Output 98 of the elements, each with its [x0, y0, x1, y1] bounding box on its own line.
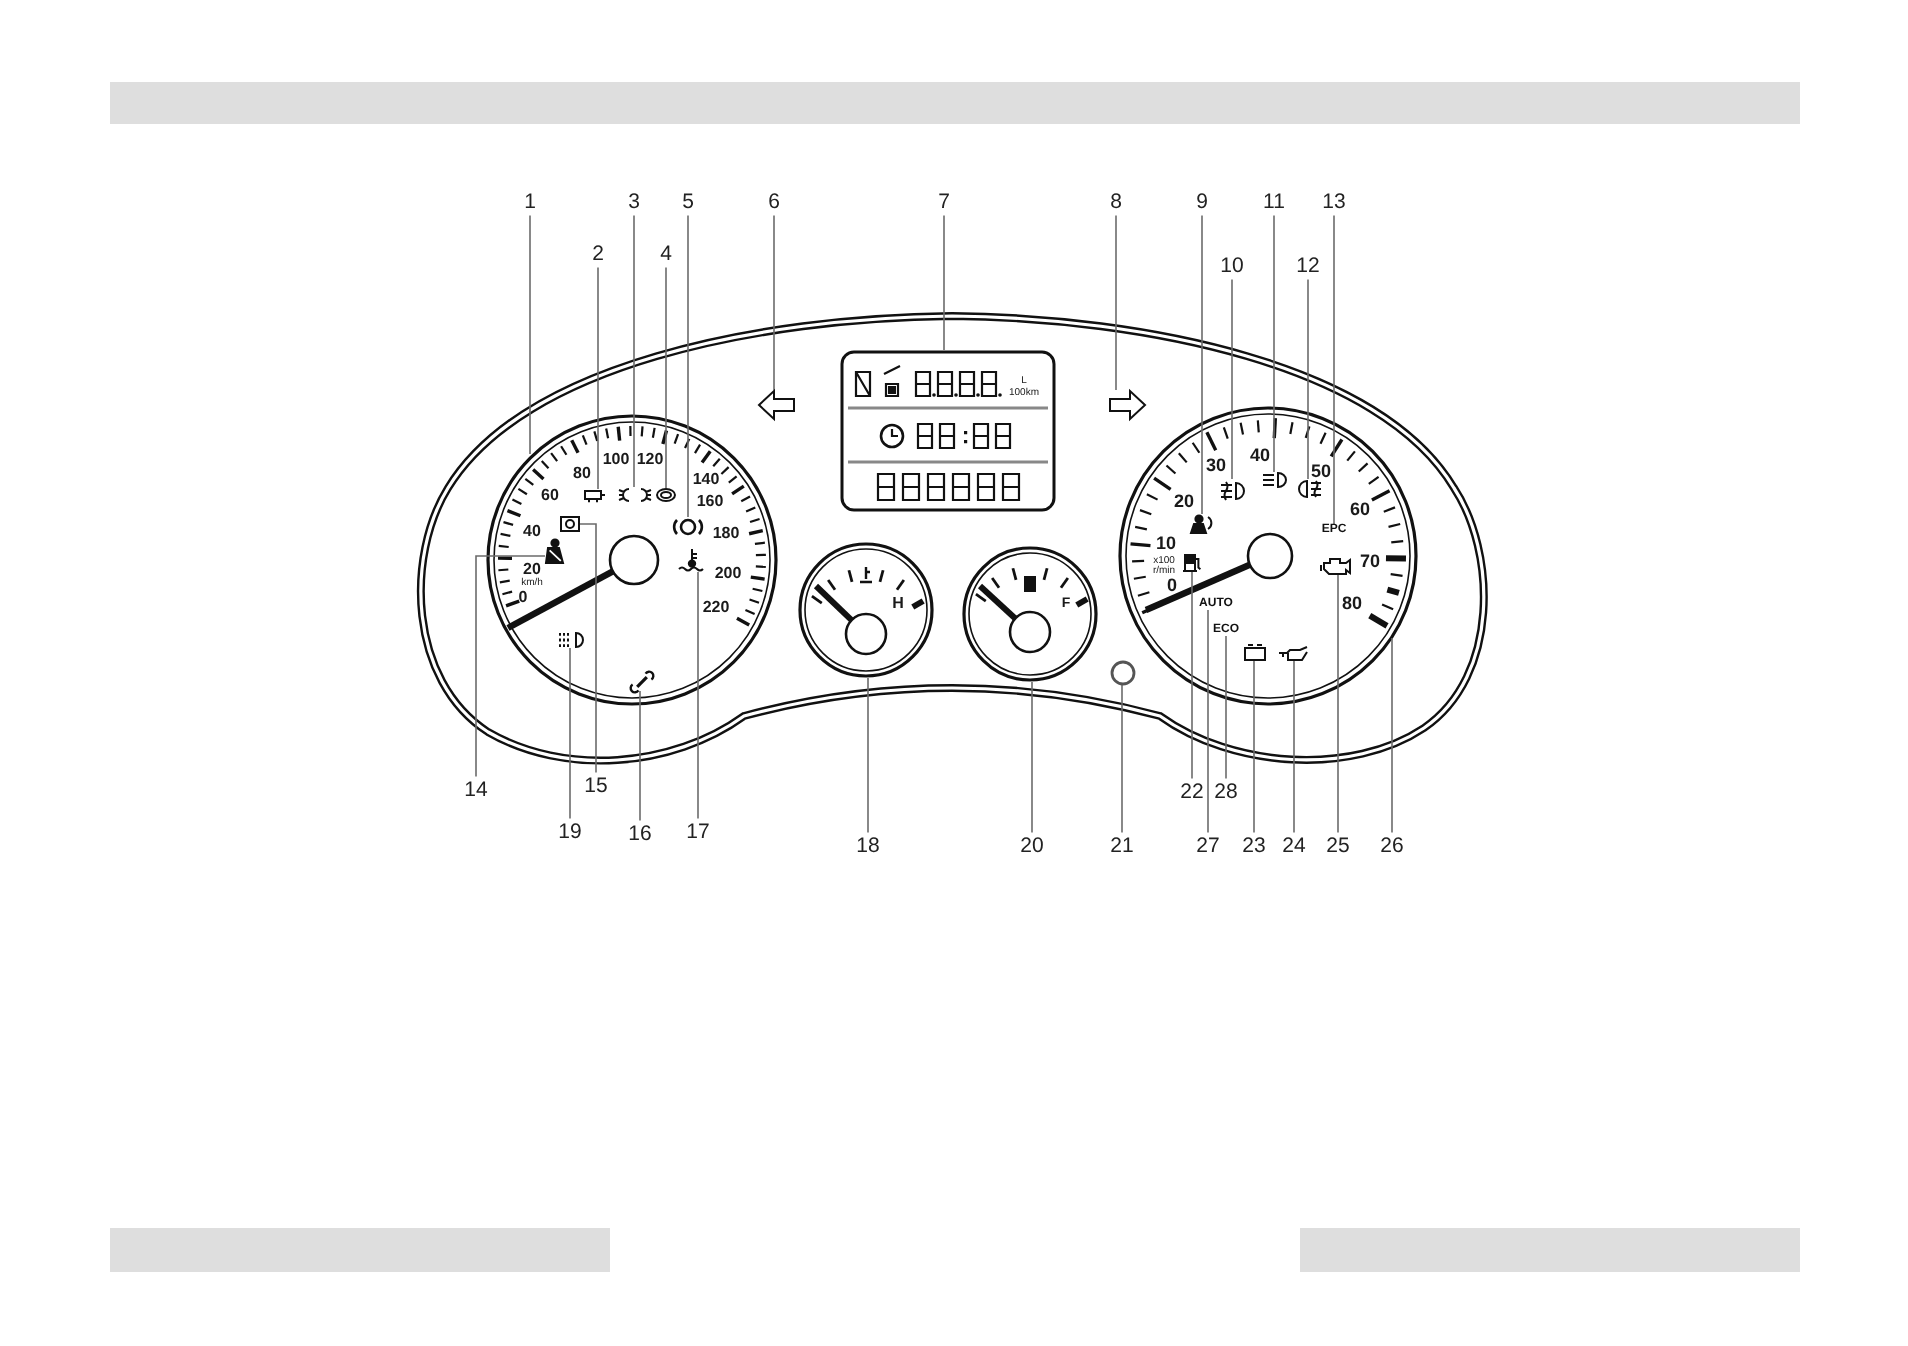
engine-icon — [1320, 558, 1351, 575]
leader-line — [1231, 278, 1233, 480]
leader-line — [687, 214, 689, 518]
leader-line — [569, 647, 571, 820]
dial-number: 140 — [692, 472, 720, 488]
dial-number: 80 — [573, 466, 591, 482]
leader-line — [1115, 214, 1117, 391]
dial-number: 100 — [602, 452, 630, 468]
leader-line — [1121, 684, 1123, 834]
left-arrow-icon — [757, 390, 794, 420]
callout-number: 13 — [1322, 191, 1346, 213]
dial-number: 220 — [702, 600, 730, 616]
leader-line — [1207, 609, 1209, 834]
leader-line — [1031, 681, 1033, 834]
leader-line — [597, 266, 599, 490]
gauge-letter: H — [892, 596, 904, 612]
leader-line — [697, 571, 699, 820]
dial-number: 30 — [1206, 457, 1226, 475]
callout-number: 28 — [1214, 781, 1238, 803]
side-light-icon — [617, 487, 651, 501]
parking-light-icon — [557, 632, 583, 648]
callout-number: 16 — [628, 823, 652, 845]
callout-number: 24 — [1282, 835, 1306, 857]
leader-line — [639, 690, 641, 822]
dial-number: 40 — [1250, 447, 1270, 465]
dial-number: 160 — [696, 494, 724, 510]
front-fog-light-icon — [1220, 479, 1245, 501]
dial-number: 20 — [1174, 493, 1194, 511]
callout-number: 19 — [558, 821, 582, 843]
dial-number: 10 — [1156, 535, 1176, 553]
dial-number: 180 — [712, 526, 740, 542]
callout-number: 15 — [584, 775, 608, 797]
leader-line — [773, 214, 775, 391]
callout-number: 26 — [1380, 835, 1404, 857]
wrench-icon — [632, 671, 652, 691]
leader-line — [1273, 214, 1275, 473]
fuel-pump-icon — [1184, 553, 1202, 571]
callout-number: 14 — [464, 779, 488, 801]
callout-number: 11 — [1263, 191, 1285, 213]
leader-line — [1253, 660, 1255, 834]
callout-number: 2 — [592, 243, 604, 265]
callout-number: 4 — [660, 243, 672, 265]
callout-number: 23 — [1242, 835, 1266, 857]
dial-number: 20 — [523, 561, 541, 577]
callout-number: 17 — [686, 821, 710, 843]
indicator-icon — [560, 516, 580, 532]
leader-line — [1307, 278, 1309, 480]
dial-number: 200 — [714, 566, 742, 582]
dial-number: 60 — [541, 488, 559, 504]
callout-number: 18 — [856, 835, 880, 857]
dial-number: 40 — [523, 524, 541, 540]
leader-line — [867, 677, 869, 834]
leader-line — [1337, 574, 1339, 834]
dial-number: 0 — [518, 590, 528, 606]
callout-number: 20 — [1020, 835, 1044, 857]
leader-line — [1201, 214, 1203, 515]
oil-can-icon — [1278, 646, 1308, 661]
indicator-lamp-icon — [1109, 659, 1135, 685]
coolant-temperature-icon — [678, 548, 704, 572]
callout-number: 6 — [768, 191, 780, 213]
dial-number: 70 — [1360, 553, 1380, 571]
callout-number: 3 — [628, 191, 640, 213]
right-arrow-icon — [1109, 390, 1145, 420]
dial-number: 60 — [1350, 501, 1370, 519]
callout-number: 25 — [1326, 835, 1350, 857]
callout-number: 7 — [938, 191, 950, 213]
airbag-icon — [1189, 514, 1213, 534]
dial-number: 50 — [1311, 463, 1331, 481]
leader-line — [1391, 637, 1393, 834]
leader-line — [1293, 660, 1295, 834]
dial-number: 0 — [1167, 577, 1177, 595]
leader-line — [1191, 570, 1193, 780]
rear-fog-light-icon — [1297, 479, 1322, 498]
leader-line — [633, 214, 635, 488]
leader-line — [943, 214, 945, 351]
callout-number: 5 — [682, 191, 694, 213]
leader-line — [665, 266, 667, 489]
leader-line — [1333, 214, 1335, 525]
dial-number: 80 — [1342, 595, 1362, 613]
leader-line — [579, 523, 597, 774]
callout-number: 9 — [1196, 191, 1208, 213]
callout-number: 10 — [1220, 255, 1244, 277]
dial-number: 120 — [636, 451, 664, 467]
callout-number: 22 — [1180, 781, 1204, 803]
leader-line — [475, 555, 546, 778]
callout-number: 21 — [1110, 835, 1134, 857]
indicator-icon — [656, 488, 676, 502]
callout-number: 27 — [1196, 835, 1220, 857]
brake-warning-icon — [676, 517, 701, 535]
callout-number: 12 — [1296, 255, 1320, 277]
indicator-icon — [584, 489, 606, 502]
battery-icon — [1243, 644, 1265, 661]
callout-number: 8 — [1110, 191, 1122, 213]
leader-line — [1225, 635, 1227, 780]
callout-number: 1 — [524, 191, 536, 213]
seat-belt-icon — [545, 538, 564, 564]
leader-line — [529, 214, 531, 455]
headlight-icon — [1261, 472, 1286, 488]
